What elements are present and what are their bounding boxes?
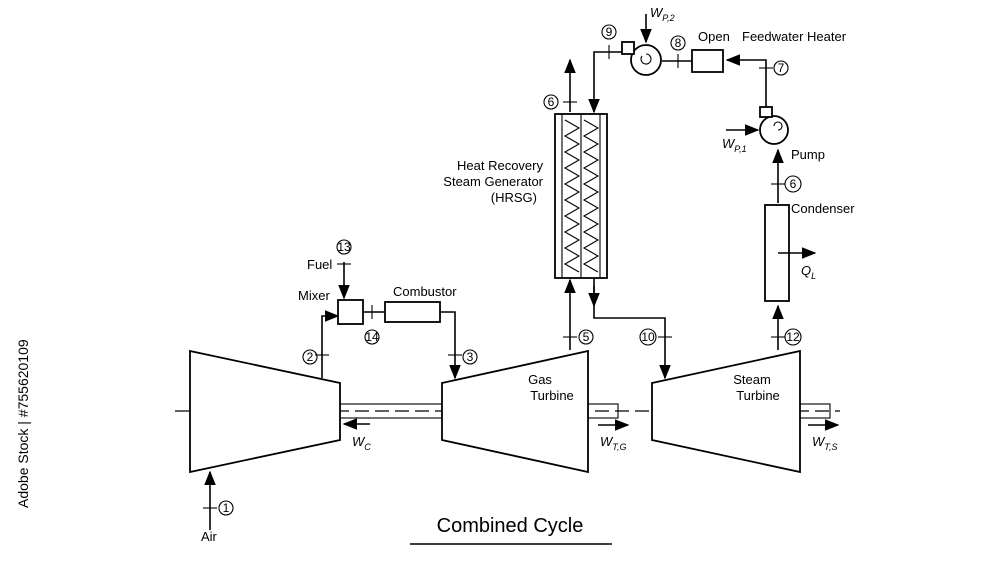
diagram-title: Combined Cycle — [437, 515, 584, 537]
fwh-label-2: Feedwater Heater — [742, 29, 847, 44]
state-14-marker — [364, 329, 380, 345]
pump-2-outlet — [621, 41, 635, 55]
state-9-label: 9 — [606, 25, 613, 39]
state-7-marker — [773, 60, 789, 76]
pump-1 — [759, 115, 789, 145]
condenser-label: Condenser — [791, 201, 855, 216]
pump-2 — [630, 44, 662, 76]
mixer — [337, 299, 364, 325]
steam-turbine — [651, 349, 801, 474]
wc-label: WC — [352, 434, 371, 452]
pump-2-impeller-icon — [640, 53, 652, 65]
state-8-label: 8 — [675, 36, 682, 50]
state-12-label: 12 — [786, 330, 800, 344]
state-10-marker — [639, 328, 657, 346]
state-3-marker — [462, 349, 478, 365]
pump-1-impeller-icon — [773, 121, 783, 131]
watermark-text: Adobe Stock | #755620109 — [15, 339, 31, 508]
hrsg-coil-1 — [563, 119, 581, 273]
gas-turbine-label-2: Turbine — [530, 388, 574, 403]
wp1-label: WP,1 — [722, 136, 747, 154]
state-6b-label: 6 — [790, 177, 797, 191]
pump2-to-hrsg-line — [588, 51, 622, 114]
combustor — [384, 301, 441, 323]
wts-label: WT,S — [812, 434, 837, 452]
hrsg-label-3: (HRSG) — [491, 190, 537, 205]
open-feedwater-heater — [691, 49, 724, 73]
mixer-label: Mixer — [298, 288, 330, 303]
fuel-label: Fuel — [307, 257, 332, 272]
pump1-to-fwh-line — [725, 54, 767, 107]
ql-label: QL — [801, 263, 816, 281]
state-13-marker — [336, 239, 352, 255]
steam-turbine-label-1: Steam — [733, 372, 771, 387]
state-5-marker — [578, 329, 594, 345]
state-6a-marker — [543, 94, 559, 110]
state-13-label: 13 — [337, 240, 351, 254]
state-10-label: 10 — [641, 330, 655, 344]
hrsg-label-1: Heat Recovery — [457, 158, 543, 173]
state-1-label: 1 — [223, 501, 230, 515]
state-3-label: 3 — [467, 350, 474, 364]
steam-turbine-label-2: Turbine — [736, 388, 780, 403]
air-label: Air — [201, 529, 218, 544]
compressor-to-mixer-line — [321, 310, 340, 378]
state-12-marker — [784, 328, 802, 346]
state-6a-label: 6 — [548, 95, 555, 109]
state-2-marker — [302, 349, 318, 365]
state-7-label: 7 — [778, 61, 785, 75]
pump-label: Pump — [791, 147, 825, 162]
hrsg-coil-2 — [582, 119, 600, 273]
state-2-label: 2 — [307, 350, 314, 364]
fwh-label-1: Open — [698, 29, 730, 44]
hrsg-to-steam-turbine-line — [593, 278, 671, 380]
state-5-label: 5 — [583, 330, 590, 344]
state-6b-marker — [784, 175, 802, 193]
wp2-label: WP,2 — [650, 5, 675, 23]
state-9-marker — [601, 24, 617, 40]
combustor-label: Combustor — [393, 284, 457, 299]
gas-turbine-label-1: Gas — [528, 372, 552, 387]
state-1-marker — [218, 500, 234, 516]
combustor-to-turbine-line — [440, 311, 461, 380]
state-14-label: 14 — [365, 330, 379, 344]
wtg-label: WT,G — [600, 434, 626, 452]
state-8-marker — [670, 35, 686, 51]
hrsg-label-2: Steam Generator — [443, 174, 543, 189]
compressor — [189, 349, 341, 474]
gas-turbine — [441, 349, 589, 474]
pump-1-outlet — [759, 106, 773, 118]
